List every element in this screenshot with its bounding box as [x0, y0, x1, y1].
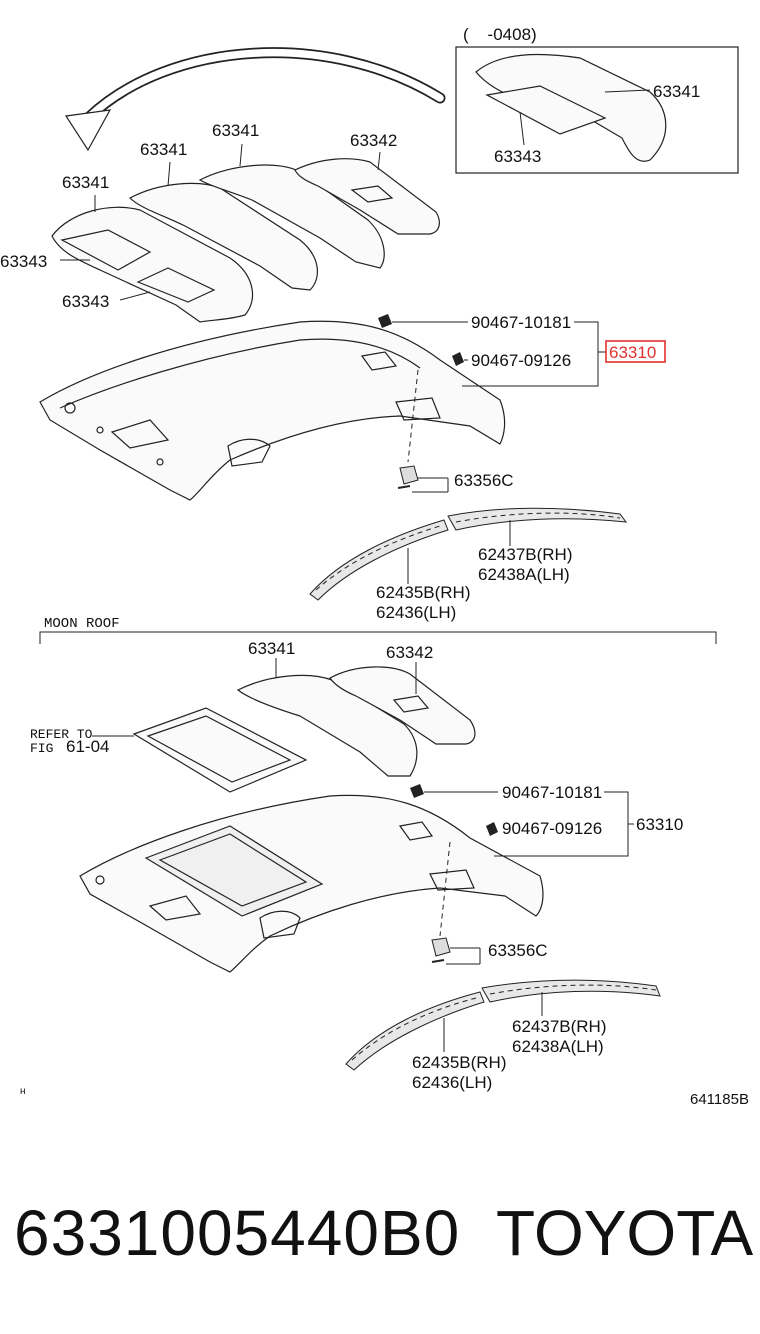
- moon-roof-title: MOON ROOF: [44, 616, 120, 632]
- pillar-trim-front: [309, 519, 449, 601]
- part-63341-c: 63341: [212, 121, 259, 140]
- part-62438A-LH: 62438A(LH): [478, 565, 570, 584]
- part-62437B-RH: 62437B(RH): [478, 545, 573, 564]
- part-63341-a: 63341: [62, 173, 109, 192]
- mr-part-62438A-LH: 62438A(LH): [512, 1037, 604, 1056]
- pad-1: [60, 229, 152, 271]
- mr-panel-63342: [329, 666, 476, 745]
- mr-clip-icon-2: [486, 822, 498, 836]
- corner-mark: н: [20, 1086, 26, 1097]
- mr-part-63310: 63310: [636, 815, 683, 834]
- refer-to-line1: REFER TO: [30, 727, 93, 742]
- inset-box: [455, 46, 739, 174]
- part-62436-LH: 62436(LH): [376, 603, 456, 622]
- mr-part-62436-LH: 62436(LH): [412, 1073, 492, 1092]
- mr-panel-63341: [236, 674, 418, 777]
- mr-holder-icon: [431, 937, 451, 957]
- mr-part-62437B-RH: 62437B(RH): [512, 1017, 607, 1036]
- clip-icon-2: [452, 352, 464, 366]
- inset-pad-63343: [485, 85, 607, 135]
- pad-2: [136, 267, 216, 303]
- mr-part-90467-10181: 90467-10181: [502, 783, 602, 802]
- headliner-top: [39, 320, 506, 501]
- refer-fig-number: 61-04: [66, 737, 109, 756]
- part-63343-b: 63343: [62, 292, 109, 311]
- mr-part-63341: 63341: [248, 639, 295, 658]
- mr-clip-icon-1: [410, 784, 424, 798]
- clip-icon-1: [378, 314, 392, 328]
- part-number: 6331005440B0: [14, 1197, 461, 1269]
- part-63343-a: 63343: [0, 252, 47, 271]
- inset-part-63341: 63341: [653, 82, 700, 101]
- roof-panel-rear: [294, 158, 440, 235]
- part-90467-10181: 90467-10181: [471, 313, 571, 332]
- part-90467-09126: 90467-09126: [471, 351, 571, 370]
- highlight-63310-box: [605, 340, 666, 363]
- arrow-head-icon: [64, 109, 112, 152]
- figure-code: 641185B: [690, 1091, 749, 1108]
- inset-part-63343: 63343: [494, 147, 541, 166]
- part-63310-highlighted: 63310: [609, 343, 656, 362]
- mr-part-63356C: 63356C: [488, 941, 548, 960]
- moon-roof-bracket: [39, 631, 717, 644]
- sunshade-frame: [132, 707, 308, 793]
- mr-part-62435B-RH: 62435B(RH): [412, 1053, 507, 1072]
- roof-panel-mid1: [129, 182, 318, 291]
- holder-icon: [399, 465, 419, 485]
- roof-panel-mid2: [198, 164, 385, 269]
- refer-to-line2: FIG: [30, 741, 53, 756]
- mr-part-63342: 63342: [386, 643, 433, 662]
- mr-pillar-trim-front: [345, 991, 485, 1071]
- brand-name: TOYOTA: [496, 1197, 754, 1269]
- part-63342: 63342: [350, 131, 397, 150]
- mr-part-90467-09126: 90467-09126: [502, 819, 602, 838]
- inset-label: ( -0408): [463, 25, 537, 44]
- part-62435B-RH: 62435B(RH): [376, 583, 471, 602]
- part-63341-b: 63341: [140, 140, 187, 159]
- part-63356C: 63356C: [454, 471, 514, 490]
